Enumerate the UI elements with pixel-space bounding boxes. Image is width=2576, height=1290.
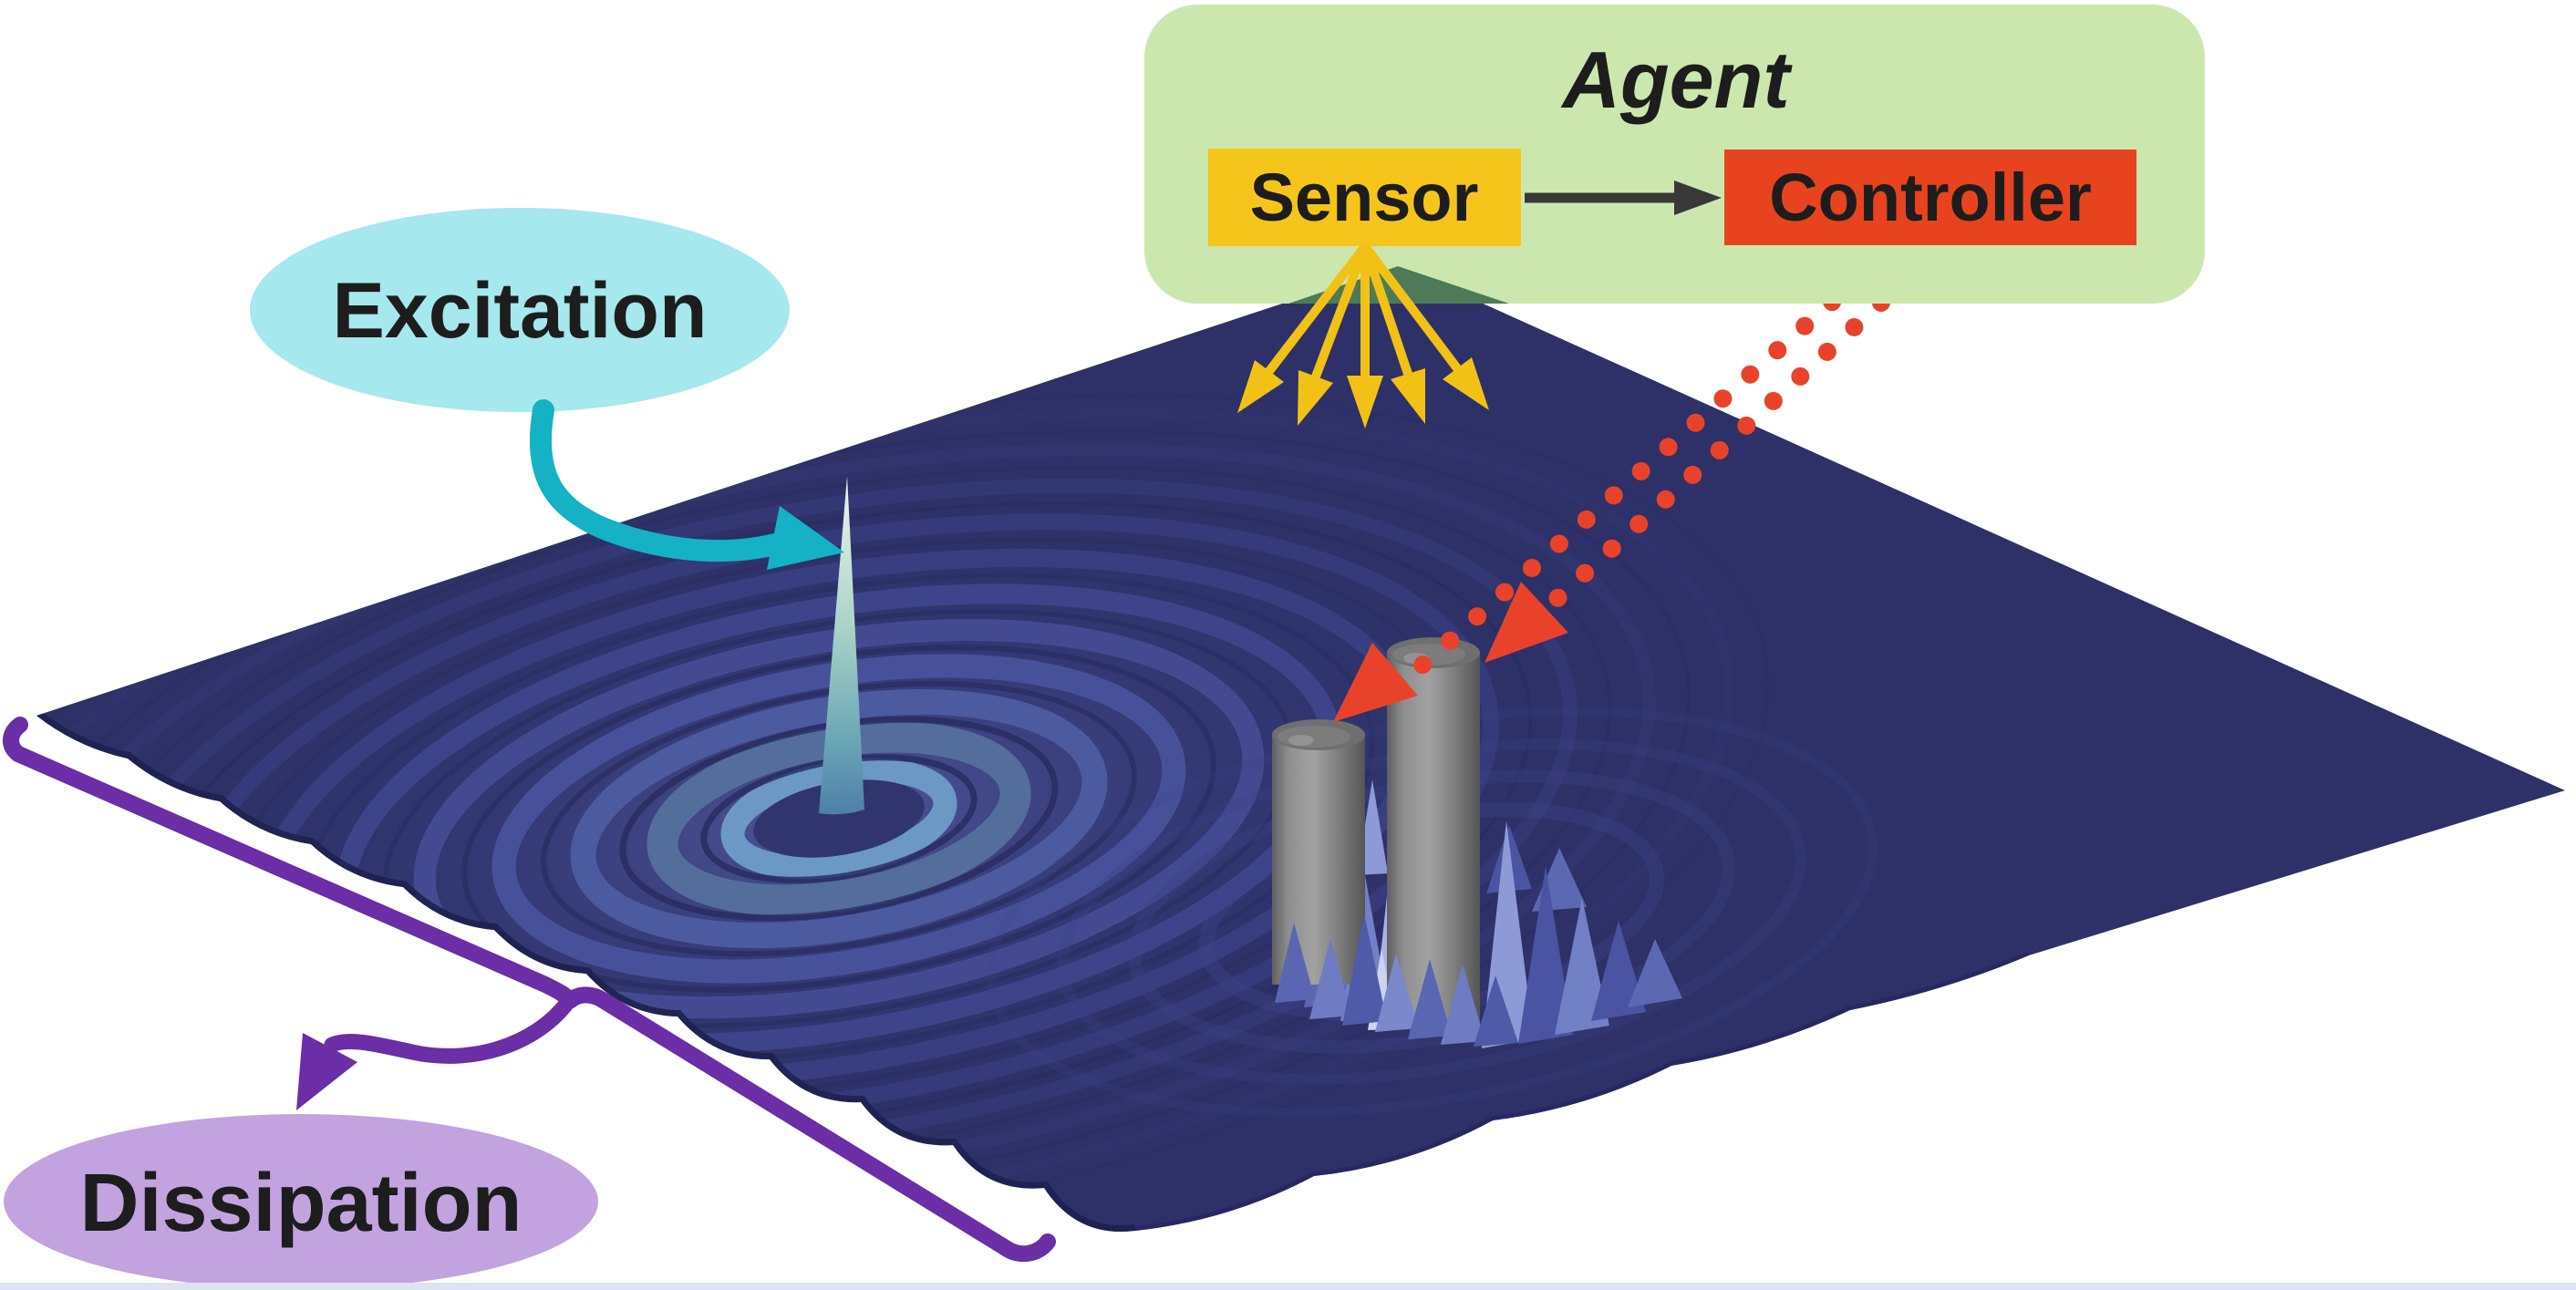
sensor-ray bbox=[1360, 242, 1489, 410]
front-right-edge-shadow bbox=[1134, 951, 2031, 1233]
arrowhead-icon bbox=[1298, 370, 1333, 426]
excitation-label: Excitation bbox=[333, 267, 708, 355]
dissipation-bubble bbox=[4, 1114, 598, 1289]
sensor-ray bbox=[1347, 242, 1383, 428]
controller-box bbox=[1724, 150, 2136, 245]
dissipation-bracket bbox=[3, 717, 1056, 1263]
arrowhead-icon bbox=[1443, 357, 1489, 410]
dissipation-label: Dissipation bbox=[79, 1158, 522, 1249]
arrowhead-icon bbox=[767, 506, 844, 570]
dissipation-annotation: Dissipation bbox=[3, 717, 1056, 1289]
agent-title: Agent bbox=[1560, 35, 1793, 125]
excitation-bubble bbox=[250, 208, 790, 412]
arrowhead-icon bbox=[1485, 582, 1568, 663]
arrowhead-icon bbox=[1347, 376, 1383, 428]
sensor-ray-arrows bbox=[1237, 242, 1489, 428]
sensor-to-controller-arrow bbox=[1525, 181, 1722, 215]
footer-strip bbox=[0, 1283, 2576, 1290]
sensor-box bbox=[1208, 149, 1521, 246]
sensor-ray bbox=[1237, 242, 1370, 413]
arrowhead-icon bbox=[1391, 368, 1425, 424]
sensor-label: Sensor bbox=[1250, 160, 1479, 235]
excitation-annotation: Excitation bbox=[250, 208, 844, 570]
controller-command-arrows bbox=[1333, 244, 1944, 722]
dissipation-arrow bbox=[296, 995, 575, 1110]
arrowhead-icon bbox=[1333, 643, 1418, 722]
sensor-ray bbox=[1298, 242, 1370, 426]
scatter-peaks-front bbox=[1275, 913, 1518, 1047]
sensor-ray bbox=[1360, 242, 1425, 424]
arrowhead-icon bbox=[1674, 181, 1722, 215]
dotted-arrow-to-short-pillar bbox=[1402, 244, 1896, 684]
crater-shadow bbox=[753, 779, 925, 858]
agent-panel-group: Agent Sensor Controller bbox=[1144, 5, 2205, 304]
excitation-spike bbox=[819, 476, 864, 815]
arrowhead-icon bbox=[296, 1033, 357, 1110]
obstacle-pillar-short bbox=[1272, 719, 1365, 985]
front-edge-shadow bbox=[36, 710, 1136, 1233]
controller-label: Controller bbox=[1769, 160, 2092, 235]
arrowhead-icon bbox=[1237, 360, 1284, 413]
excitation-arrow bbox=[529, 399, 844, 570]
